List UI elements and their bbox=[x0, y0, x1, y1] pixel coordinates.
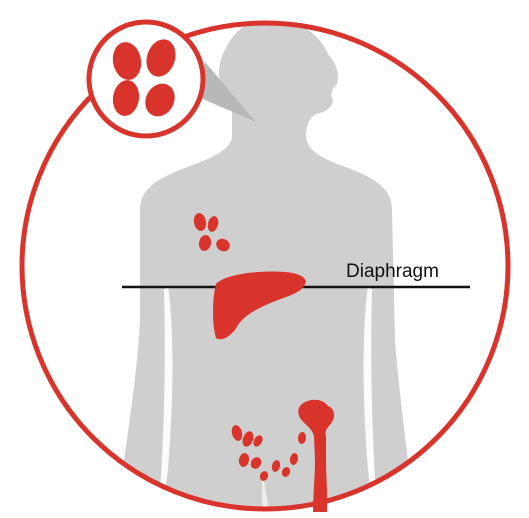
parathyroid-inset bbox=[89, 22, 203, 136]
diaphragm-label: Diaphragm bbox=[346, 261, 439, 282]
